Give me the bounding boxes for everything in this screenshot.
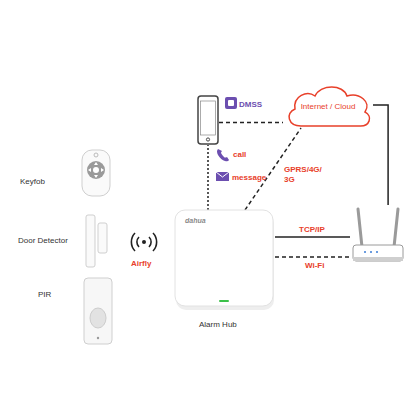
connector — [275, 236, 350, 238]
wireless-label: Airfly — [131, 259, 151, 269]
alarm-hub-outline — [175, 210, 275, 310]
pir-sensor: PIR — [82, 276, 114, 346]
connector — [207, 145, 209, 210]
keyfob-device: Keyfob — [80, 148, 112, 198]
door-detector: Door Detector — [84, 215, 110, 267]
brand-logo: dahua — [185, 217, 206, 225]
smartphone-outline — [197, 95, 219, 145]
call-icon — [217, 149, 229, 161]
keyfob-device-outline — [80, 148, 112, 198]
pir-sensor-outline — [82, 276, 114, 346]
cloud-label: Internet / Cloud — [283, 102, 373, 112]
door-detector-outline — [84, 215, 110, 267]
connector — [373, 105, 388, 205]
edge-label: TCP/IP — [298, 225, 326, 235]
cloud-shape: Internet / Cloud — [283, 82, 373, 128]
router — [350, 205, 406, 275]
hub-label: Alarm Hub — [199, 320, 237, 330]
message-label: message — [232, 173, 266, 183]
message-icon — [216, 172, 229, 181]
device-label: Keyfob — [20, 177, 45, 187]
alarm-hub: dahuaAlarm Hub — [175, 210, 275, 310]
edge-label: call — [232, 150, 247, 160]
edge-label: GPRS/4G/ 3G — [283, 165, 327, 184]
device-label: Door Detector — [18, 236, 68, 246]
app-icon — [225, 97, 237, 109]
smartphone: DMSS — [197, 95, 219, 145]
edge-label: Wi-Fi — [304, 261, 325, 271]
connector — [275, 256, 350, 258]
wireless-symbol — [131, 233, 156, 251]
connector — [219, 122, 283, 124]
app-name: DMSS — [239, 100, 262, 110]
router-outline — [350, 205, 406, 275]
device-label: PIR — [38, 290, 51, 300]
